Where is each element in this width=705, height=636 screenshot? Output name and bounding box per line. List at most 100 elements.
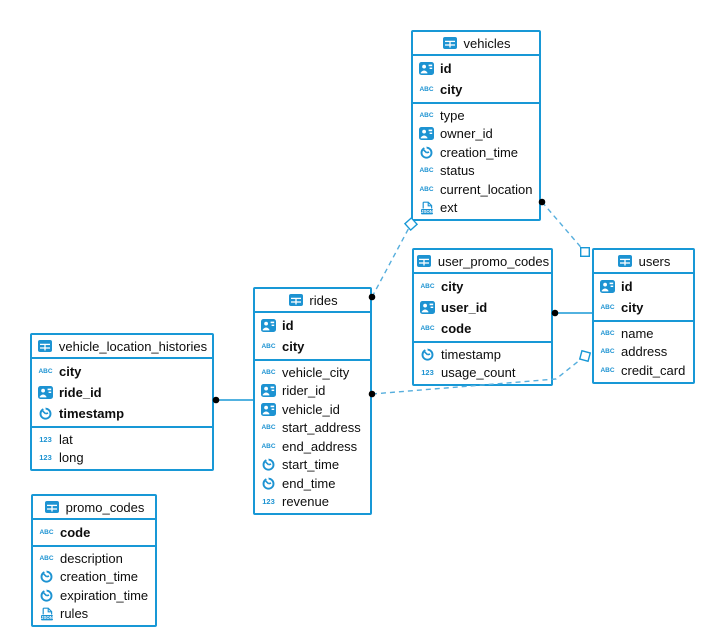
field-name: code bbox=[60, 525, 91, 540]
id-icon bbox=[260, 384, 277, 398]
table-icon bbox=[287, 294, 304, 306]
table-header[interactable]: rides bbox=[255, 289, 370, 313]
field-row-id[interactable]: id bbox=[255, 315, 370, 336]
field-name: id bbox=[440, 61, 452, 76]
cardinality-square-marker bbox=[578, 349, 592, 363]
field-row-rules[interactable]: JSON rules bbox=[33, 605, 155, 624]
table-icon bbox=[44, 501, 61, 513]
field-row-timestamp[interactable]: timestamp bbox=[32, 403, 212, 424]
field-row-creation_time[interactable]: creation_time bbox=[33, 568, 155, 587]
field-row-vehicle_id[interactable]: vehicle_id bbox=[255, 400, 370, 419]
field-row-ride_id[interactable]: ride_id bbox=[32, 382, 212, 403]
field-name: usage_count bbox=[441, 365, 516, 381]
id-icon bbox=[419, 301, 436, 314]
time-icon bbox=[419, 347, 436, 361]
field-row-id[interactable]: id bbox=[594, 276, 693, 297]
field-name: owner_id bbox=[440, 126, 493, 142]
field-name: id bbox=[282, 318, 294, 333]
fields-section: timestamp 123 usage_count bbox=[414, 343, 551, 384]
id-icon bbox=[418, 127, 435, 141]
id-icon bbox=[599, 280, 616, 293]
table-header[interactable]: vehicles bbox=[413, 32, 539, 56]
field-row-expiration_time[interactable]: expiration_time bbox=[33, 586, 155, 605]
text-icon: ABC bbox=[39, 554, 54, 562]
text-icon: ABC bbox=[600, 348, 615, 356]
field-row-owner_id[interactable]: owner_id bbox=[413, 125, 539, 144]
table-header[interactable]: user_promo_codes bbox=[414, 250, 551, 274]
text-icon: ABC bbox=[419, 111, 434, 119]
field-name: city bbox=[59, 364, 82, 379]
field-name: start_time bbox=[282, 457, 340, 473]
text-icon: ABC bbox=[419, 167, 434, 175]
field-row-start_time[interactable]: start_time bbox=[255, 456, 370, 475]
field-row-timestamp[interactable]: timestamp bbox=[414, 345, 551, 364]
time-icon bbox=[260, 476, 277, 490]
field-name: id bbox=[621, 279, 633, 294]
field-row-rider_id[interactable]: rider_id bbox=[255, 382, 370, 401]
time-icon bbox=[38, 570, 55, 583]
field-name: status bbox=[440, 163, 475, 179]
field-name: code bbox=[441, 321, 472, 336]
field-name: expiration_time bbox=[60, 587, 149, 603]
field-row-user_id[interactable]: user_id bbox=[414, 297, 551, 318]
field-name: user_id bbox=[441, 300, 488, 315]
number-icon: 123 bbox=[421, 368, 434, 378]
field-name: rules bbox=[60, 606, 89, 622]
field-row-end_time[interactable]: end_time bbox=[255, 474, 370, 493]
field-row-description[interactable]: ABC description bbox=[33, 549, 155, 568]
table-name: vehicles bbox=[463, 35, 511, 51]
text-icon: ABC bbox=[261, 424, 276, 432]
table-header[interactable]: users bbox=[594, 250, 693, 274]
table-header[interactable]: vehicle_location_histories bbox=[32, 335, 212, 359]
id-icon bbox=[418, 62, 435, 75]
table-header[interactable]: promo_codes bbox=[33, 496, 155, 520]
field-row-creation_time[interactable]: creation_time bbox=[413, 143, 539, 162]
svg-text:JSON: JSON bbox=[41, 615, 53, 620]
time-icon bbox=[418, 145, 435, 159]
field-name: timestamp bbox=[59, 406, 125, 421]
field-name: city bbox=[440, 82, 463, 97]
field-row-status[interactable]: ABC status bbox=[413, 162, 539, 181]
field-name: description bbox=[60, 550, 123, 566]
field-name: name bbox=[621, 325, 654, 341]
number-icon: 123 bbox=[39, 434, 52, 444]
cardinality-square-marker bbox=[579, 246, 591, 258]
number-icon: 123 bbox=[39, 453, 52, 463]
json-icon: JSON bbox=[418, 201, 435, 215]
field-name: creation_time bbox=[440, 144, 519, 160]
field-name: vehicle_city bbox=[282, 364, 350, 380]
field-row-id[interactable]: id bbox=[413, 58, 539, 79]
field-row-usage_count[interactable]: 123 usage_count bbox=[414, 364, 551, 383]
